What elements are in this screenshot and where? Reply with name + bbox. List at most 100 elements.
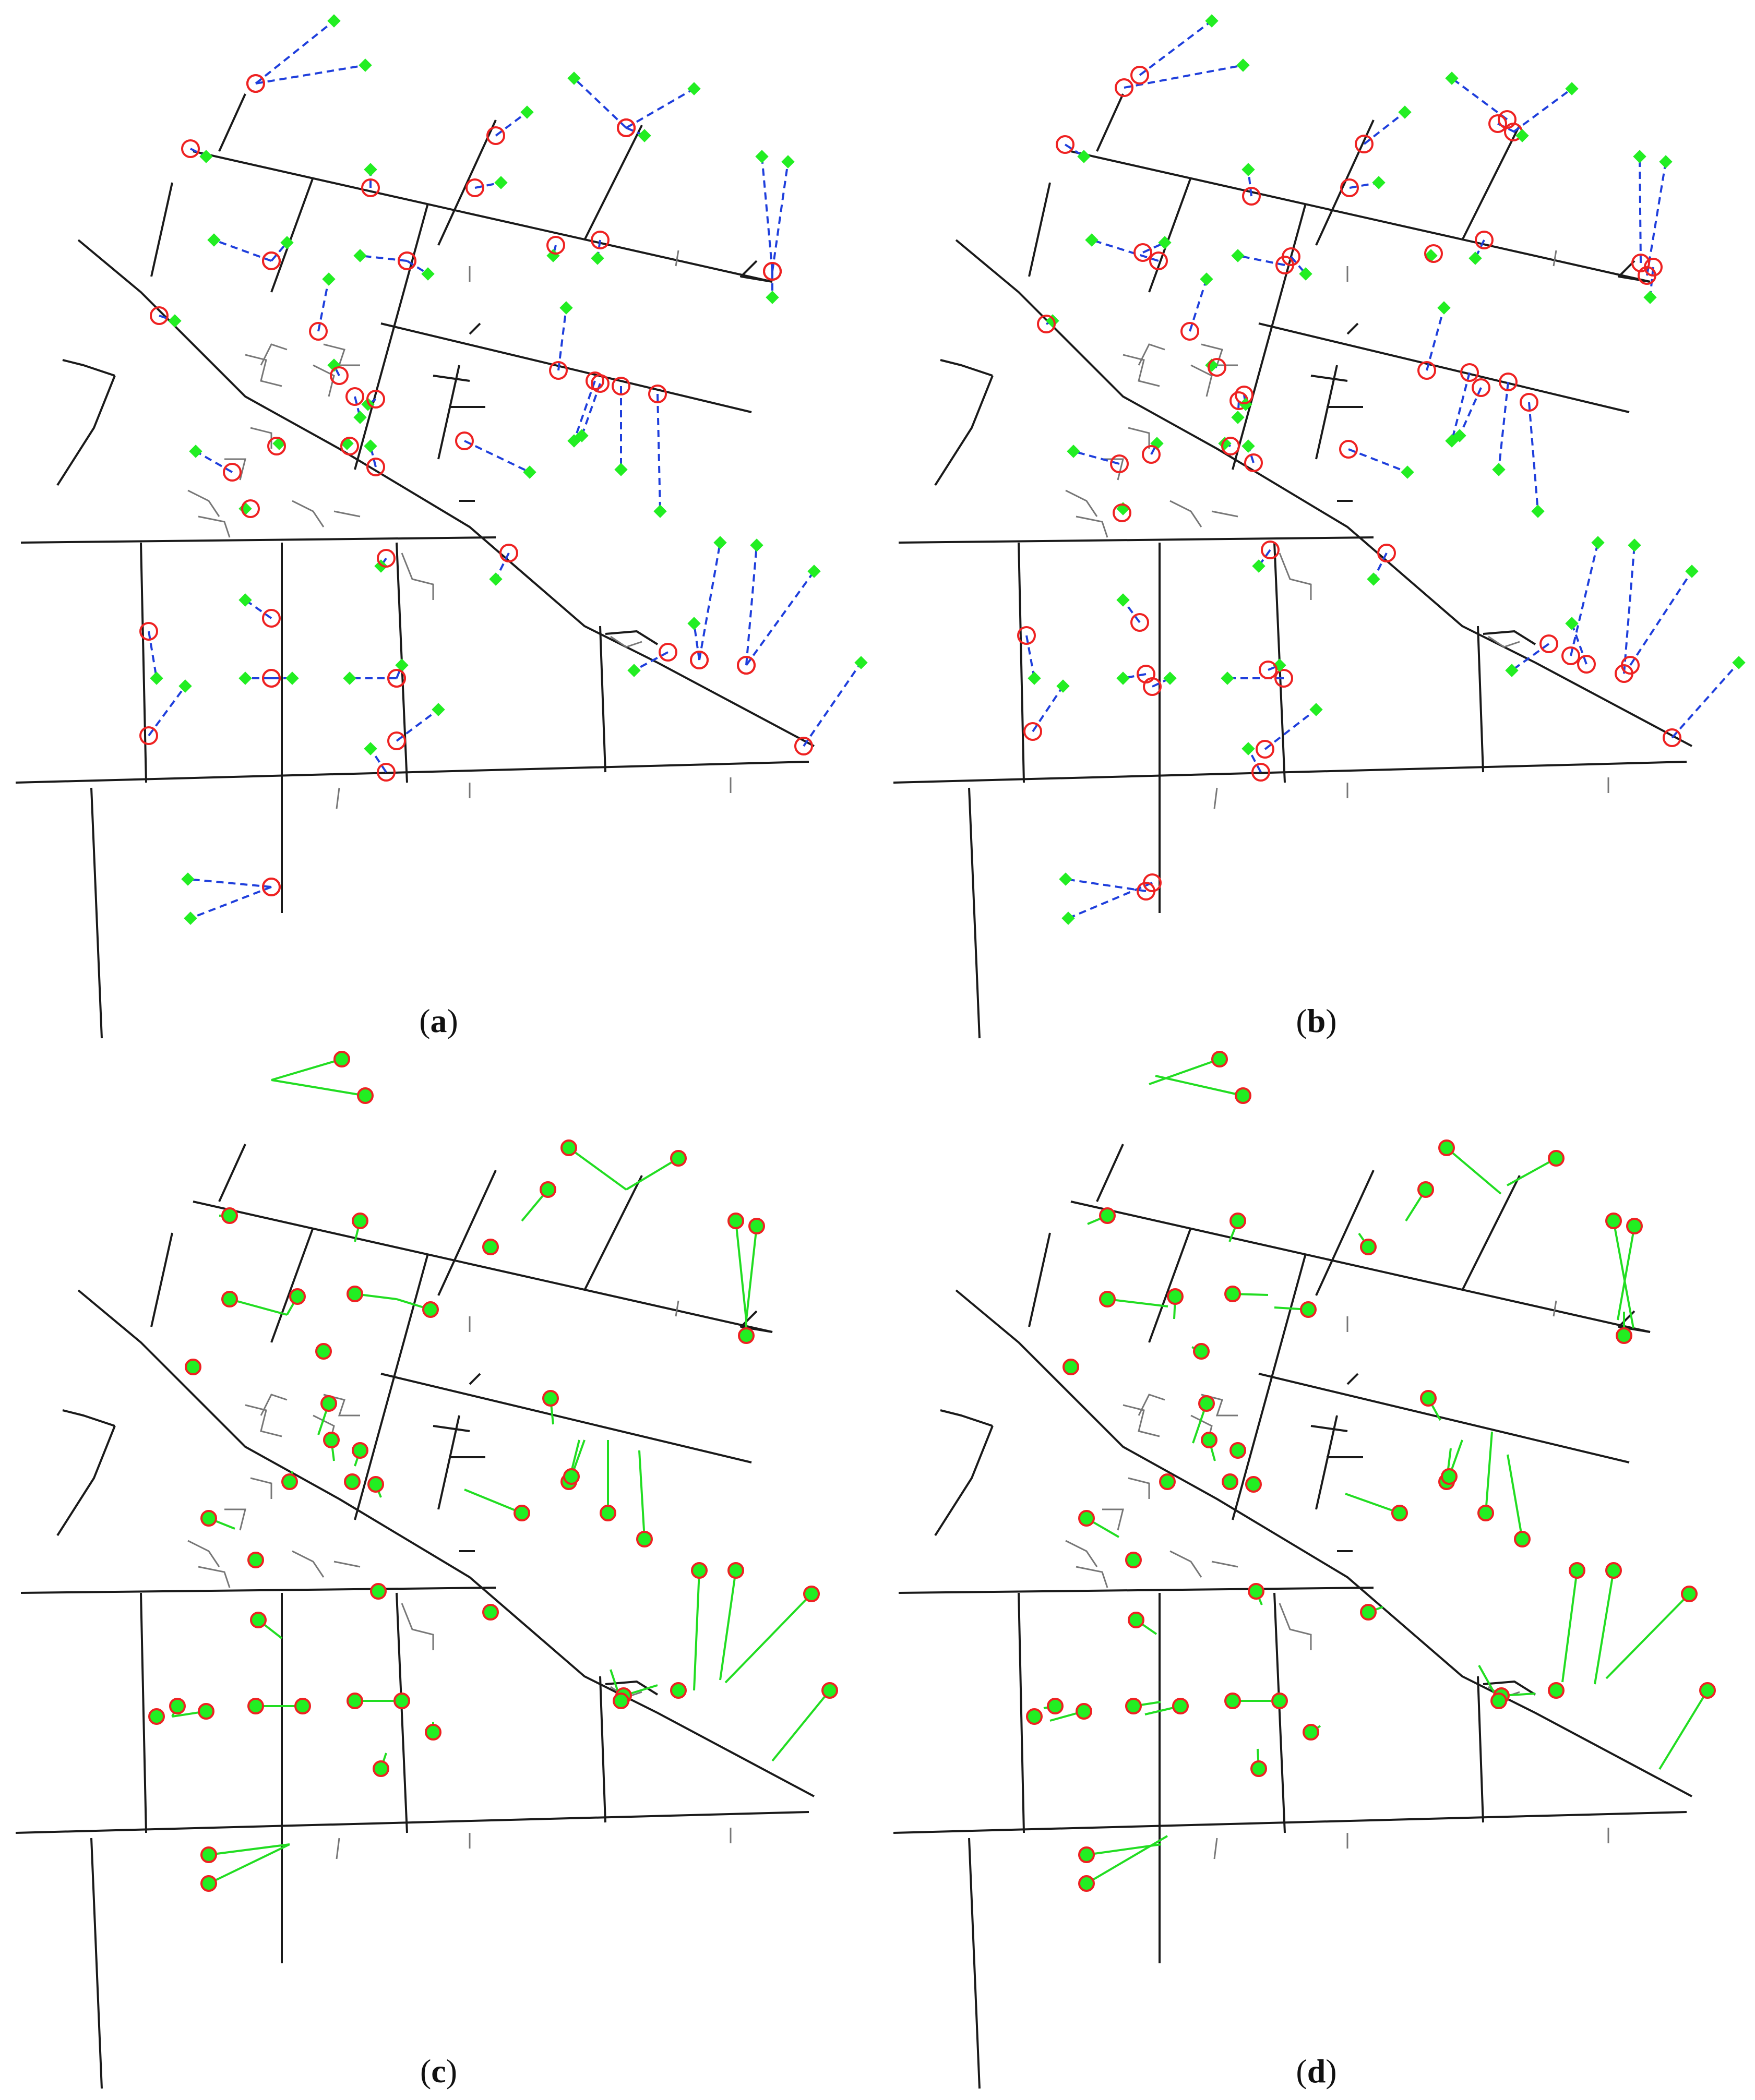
detail-layer	[1065, 1300, 1609, 1859]
gps-point-45	[727, 1562, 744, 1579]
gps-point-40	[425, 1724, 441, 1741]
match-link-48	[1623, 545, 1635, 674]
gps-point-32	[614, 463, 628, 476]
gps-point-41	[150, 671, 163, 685]
road-10	[15, 1811, 809, 1834]
matched-position-12	[617, 118, 636, 137]
gps-point-1	[357, 1087, 374, 1104]
gps-point-33	[653, 505, 667, 518]
gps-point-48	[1628, 538, 1641, 552]
matched-position-49	[1621, 656, 1640, 675]
gps-point-46	[687, 617, 701, 630]
building-outline-9	[1211, 1561, 1238, 1568]
road-1	[1096, 1144, 1124, 1202]
building-outline-8	[292, 1550, 325, 1578]
caption-d-letter: d	[1307, 2053, 1326, 2090]
road-17	[469, 322, 481, 335]
gps-point-5	[280, 236, 294, 249]
link-layer	[153, 1058, 831, 1885]
gps-point-50	[1732, 656, 1746, 669]
matched-position-23	[1142, 445, 1161, 464]
gps-point-14	[1616, 1327, 1632, 1344]
gps-point-7	[1300, 1301, 1317, 1318]
road-1	[218, 1144, 246, 1202]
gps-point-19	[1200, 272, 1213, 286]
gps-point-17	[320, 1395, 337, 1412]
gps-point-6	[1224, 1286, 1241, 1302]
gps-point-37	[1172, 1698, 1189, 1714]
gps-point-40	[1303, 1724, 1319, 1741]
gps-point-8	[1398, 105, 1412, 119]
gps-point-32	[370, 1583, 387, 1600]
building-outline-1	[1138, 1394, 1165, 1416]
building-outline-14	[336, 787, 340, 809]
building-outline-10	[401, 553, 434, 600]
match-link-49	[1629, 570, 1693, 666]
gps-point-28	[523, 465, 536, 479]
building-outline-1	[260, 1394, 288, 1416]
matched-position-18	[150, 306, 169, 325]
gps-point-29	[1477, 1505, 1494, 1521]
road-20	[1315, 365, 1338, 460]
gps-point-4	[207, 233, 221, 247]
road-17	[1346, 1373, 1359, 1385]
gps-point-1	[1235, 1087, 1251, 1104]
gps-point-38	[347, 1693, 363, 1709]
gps-point-21	[1222, 1473, 1238, 1490]
match-link-15	[761, 156, 773, 272]
gps-point-33	[482, 1604, 499, 1621]
gps-point-34	[1047, 1698, 1064, 1714]
gps-point-37	[1116, 671, 1130, 685]
road-0	[193, 1201, 773, 1333]
matched-position-25	[223, 463, 242, 482]
gps-point-50	[1026, 1708, 1043, 1725]
gps-point-35	[1076, 1703, 1092, 1720]
gps-point-26	[542, 1390, 559, 1407]
match-link-30	[1507, 1454, 1523, 1540]
gps-point-44	[1569, 1562, 1585, 1579]
matched-position-41	[139, 622, 158, 641]
gps-point-46	[1681, 1586, 1698, 1602]
road-6	[1148, 1227, 1192, 1343]
gps-point-17	[766, 291, 779, 304]
gps-point-1	[1236, 58, 1250, 72]
gps-point-43	[1548, 1682, 1565, 1699]
gps-point-44	[1241, 742, 1255, 755]
gps-point-23	[1125, 1552, 1142, 1568]
matched-position-13	[546, 236, 565, 255]
caption-b-letter: b	[1307, 1002, 1326, 1039]
gps-point-43	[1309, 703, 1323, 716]
gps-point-34	[169, 1698, 186, 1714]
gps-point-28	[1441, 1468, 1458, 1485]
road-5	[1028, 1232, 1051, 1327]
road-7	[354, 203, 429, 470]
match-link-13	[1617, 1226, 1635, 1321]
road-11	[1018, 1592, 1025, 1833]
match-link-1	[271, 1079, 366, 1097]
gps-point-32	[1492, 463, 1506, 476]
gps-point-15	[1633, 150, 1646, 163]
match-link-45	[1511, 643, 1550, 671]
building-outline-12	[1553, 250, 1557, 267]
gps-point-18	[323, 1432, 340, 1448]
road-15	[968, 787, 981, 1039]
gps-point-43	[670, 1682, 687, 1699]
road-18	[56, 375, 116, 486]
gps-point-44	[364, 742, 377, 755]
gps-point-6	[353, 249, 367, 262]
road-3	[437, 1170, 497, 1296]
building-outline-14	[336, 1838, 340, 1859]
match-link-29	[1426, 307, 1445, 371]
match-link-52	[1068, 882, 1153, 919]
match-link-40	[1268, 664, 1280, 671]
gps-point-35	[1252, 559, 1265, 573]
match-link-19	[317, 279, 330, 332]
matched-position-42	[1023, 722, 1042, 741]
match-link-25	[464, 1489, 522, 1514]
match-link-42	[148, 685, 186, 737]
matched-position-31	[1472, 378, 1490, 397]
road-22	[433, 1425, 470, 1432]
gps-point-4	[1099, 1291, 1116, 1307]
match-link-4	[1107, 1298, 1168, 1307]
road-20	[1315, 1415, 1338, 1510]
